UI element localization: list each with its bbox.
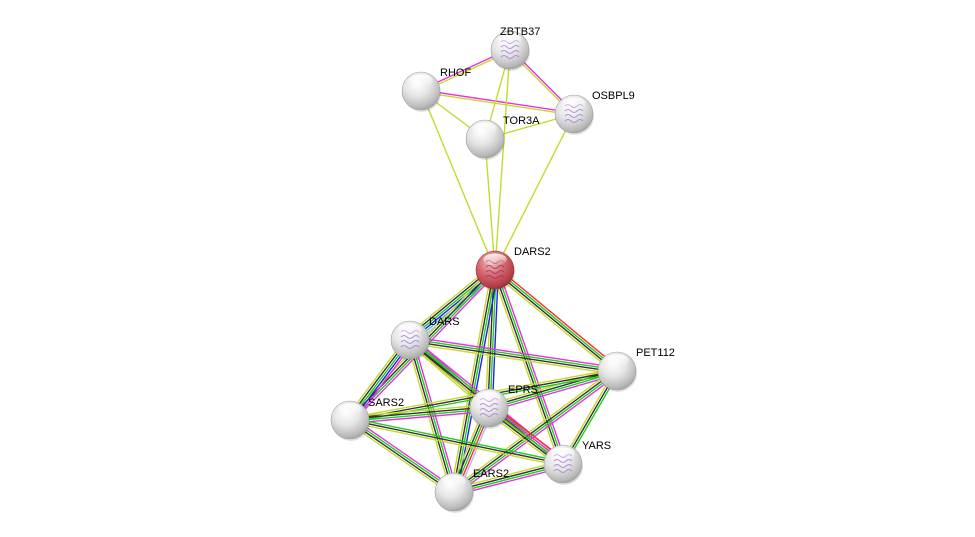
edge-rhof-dars2[interactable]	[420, 90, 496, 271]
edge-evidence-textmining	[420, 90, 496, 271]
edge-tor3a-dars2[interactable]	[484, 138, 496, 271]
node-label: DARS2	[514, 246, 551, 258]
edge-evidence-coexpression	[493, 270, 617, 373]
edge-evidence-coexpression	[488, 369, 617, 408]
node-highlight	[398, 323, 422, 336]
edge-evidence-textmining	[491, 270, 561, 466]
node-label: TOR3A	[503, 115, 540, 127]
edge-evidence-textmining	[494, 113, 575, 271]
edge-evidence-coexpression	[493, 270, 563, 465]
node-eprs[interactable]: EPRS	[469, 384, 538, 429]
node-highlight	[562, 97, 586, 110]
edge-pet112-eprs[interactable]	[487, 367, 619, 412]
edge-evidence-textmining	[484, 138, 496, 271]
node-highlight	[605, 354, 629, 367]
edge-rhof-osbpl9[interactable]	[420, 89, 575, 116]
node-highlight	[498, 33, 522, 46]
node-highlight	[551, 447, 575, 460]
edge-evidence-neighborhood	[350, 408, 490, 422]
edge-evidence-neighborhood	[350, 418, 456, 492]
edge-evidence-textmining	[494, 49, 511, 271]
node-dars[interactable]: DARS	[390, 316, 460, 361]
edge-evidence-experiments	[351, 416, 457, 490]
edge-evidence-neighborhood	[489, 270, 497, 409]
edge-evidence-fusion	[496, 266, 620, 369]
edges-layer	[345, 48, 620, 496]
node-dars2[interactable]: DARS2	[475, 246, 551, 291]
edge-dars2-pet112[interactable]	[492, 266, 620, 375]
node-highlight	[409, 74, 433, 87]
edge-evidence-textmining	[485, 269, 493, 408]
edge-pet112-ears2[interactable]	[451, 367, 620, 496]
edge-evidence-coexpression	[452, 269, 495, 492]
node-label: OSBPL9	[592, 90, 635, 102]
edge-evidence-experiments	[489, 373, 619, 412]
edge-evidence-coexpression	[349, 419, 564, 465]
edge-evidence-neighborhood	[454, 270, 497, 493]
node-label: PET112	[636, 347, 675, 359]
edge-evidence-neighborhood	[495, 268, 619, 371]
edge-evidence-neighborhood	[495, 269, 565, 464]
edge-evidence-experiments	[421, 89, 575, 114]
edge-evidence-textmining	[487, 367, 617, 406]
node-ears2[interactable]: EARS2	[434, 468, 509, 513]
node-label: EPRS	[508, 384, 538, 396]
node-rhof[interactable]: RHOF	[401, 67, 471, 112]
edge-evidence-experiments	[410, 336, 618, 369]
node-yars[interactable]: YARS	[543, 440, 611, 485]
edge-dars2-yars[interactable]	[491, 268, 567, 466]
edge-zbtb37-dars2[interactable]	[494, 49, 511, 271]
edge-osbpl9-dars2[interactable]	[494, 113, 575, 271]
edge-evidence-coexpression	[409, 340, 617, 373]
edge-evidence-neighborhood	[350, 417, 564, 463]
edge-evidence-neighborhood	[489, 371, 618, 410]
edge-evidence-experiments	[412, 338, 458, 492]
node-sars2[interactable]: SARS2	[330, 397, 404, 441]
edge-evidence-experiments	[497, 268, 567, 464]
node-label: ZBTB37	[500, 26, 540, 38]
node-highlight	[473, 122, 497, 135]
node-pet112[interactable]: PET112	[597, 347, 675, 392]
edge-evidence-textmining	[492, 272, 616, 375]
node-label: SARS2	[368, 397, 404, 409]
node-highlight	[338, 403, 362, 416]
edge-evidence-textmining	[347, 422, 453, 496]
edge-evidence-textmining	[349, 421, 563, 467]
edge-evidence-experiments	[350, 410, 490, 424]
edge-evidence-textmining	[409, 342, 617, 375]
node-label: EARS2	[473, 468, 509, 480]
node-zbtb37[interactable]: ZBTB37	[490, 26, 540, 71]
edge-evidence-coexpression	[348, 420, 454, 494]
node-osbpl9[interactable]: OSBPL9	[554, 90, 635, 135]
edge-evidence-cooccurrence	[491, 270, 499, 409]
edge-evidence-experiments	[455, 373, 620, 496]
edge-sars2-yars[interactable]	[349, 417, 564, 467]
edge-evidence-coexpression	[349, 406, 489, 420]
node-label: RHOF	[440, 67, 471, 79]
node-label: YARS	[582, 440, 611, 452]
edge-evidence-coexpression	[487, 269, 495, 408]
edge-dars-pet112[interactable]	[409, 336, 618, 375]
node-highlight	[477, 391, 501, 404]
edge-evidence-textmining	[420, 91, 574, 116]
edge-evidence-textmining	[451, 367, 616, 490]
edge-evidence-textmining	[450, 269, 493, 492]
edge-sars2-ears2[interactable]	[347, 416, 457, 496]
edge-evidence-textmining	[349, 404, 489, 418]
edge-dars2-ears2[interactable]	[450, 269, 499, 493]
edge-evidence-coexpression	[452, 369, 617, 492]
node-label: DARS	[429, 316, 460, 328]
node-highlight	[483, 253, 507, 266]
edge-eprs-sars2[interactable]	[349, 404, 490, 424]
edge-evidence-neighborhood	[454, 371, 619, 494]
edge-evidence-neighborhood	[410, 338, 618, 371]
node-tor3a[interactable]: TOR3A	[465, 115, 540, 160]
node-highlight	[442, 475, 466, 488]
edge-dars2-eprs[interactable]	[485, 269, 499, 409]
